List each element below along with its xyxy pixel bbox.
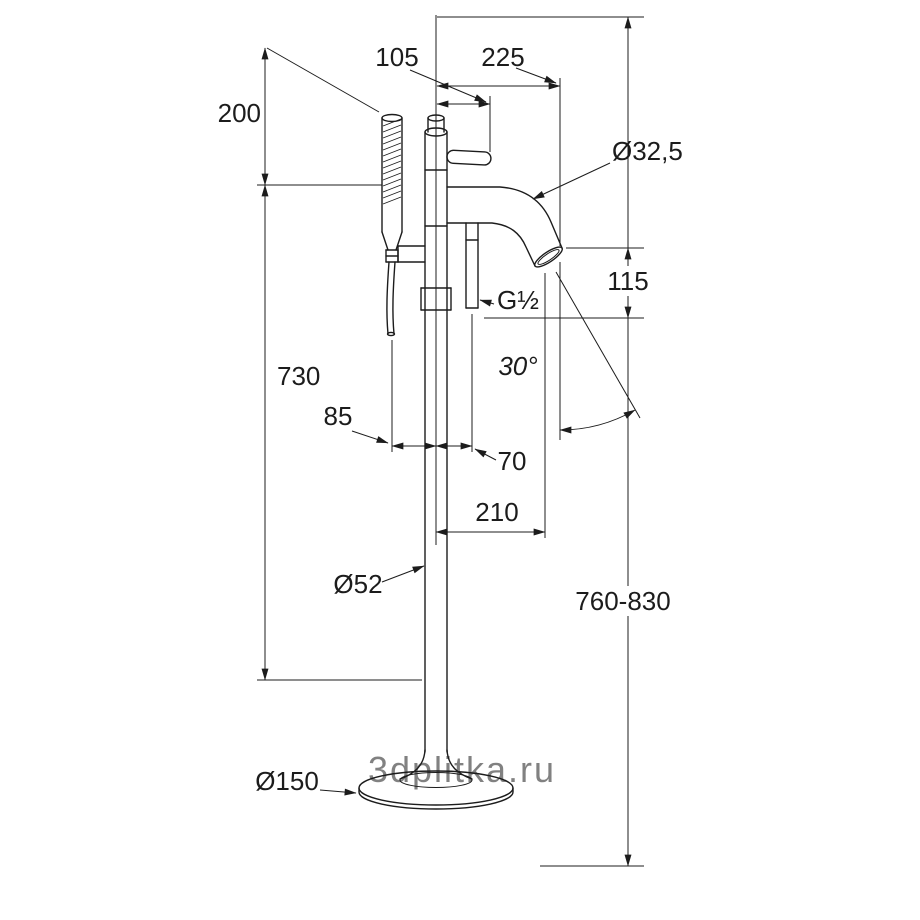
dim-label-85: 85	[324, 401, 353, 431]
shower-hose	[386, 261, 396, 337]
label-mask	[572, 586, 674, 616]
dim-label-g-half: G½	[497, 285, 539, 315]
dim-label-dia32-5: Ø32,5	[612, 136, 683, 166]
dimension-labels: 105 225 200 Ø32,5 115 G½ 30° 730 85 70 2…	[218, 42, 683, 796]
dimension-lines	[261, 16, 636, 867]
dim-label-730: 730	[277, 361, 320, 391]
dim-label-dia52: Ø52	[333, 569, 382, 599]
faucet-drawing	[358, 113, 563, 810]
label-masks	[572, 266, 674, 616]
leader-lines	[319, 67, 611, 796]
dim-label-200: 200	[218, 98, 261, 128]
hand-shower-knurling	[382, 118, 402, 205]
extension-lines	[257, 15, 644, 867]
spout	[446, 186, 563, 268]
faucet-column	[420, 114, 452, 753]
dim-label-115: 115	[607, 266, 648, 296]
watermark-text: 3dplitka.ru	[368, 749, 556, 790]
dim-label-70: 70	[498, 446, 527, 476]
label-mask	[605, 266, 651, 296]
dim-label-dia150: Ø150	[255, 766, 319, 796]
lever-handle	[446, 149, 492, 166]
hand-shower	[381, 113, 403, 263]
dim-label-760-830: 760-830	[575, 586, 670, 616]
shower-holder-bracket	[397, 245, 426, 263]
dim-label-105: 105	[375, 42, 418, 72]
base-plate	[358, 749, 514, 810]
hose-connection-nipple	[465, 222, 479, 309]
dim-label-30deg: 30°	[498, 351, 537, 381]
dim-label-210: 210	[475, 497, 518, 527]
dim-label-225: 225	[481, 42, 524, 72]
